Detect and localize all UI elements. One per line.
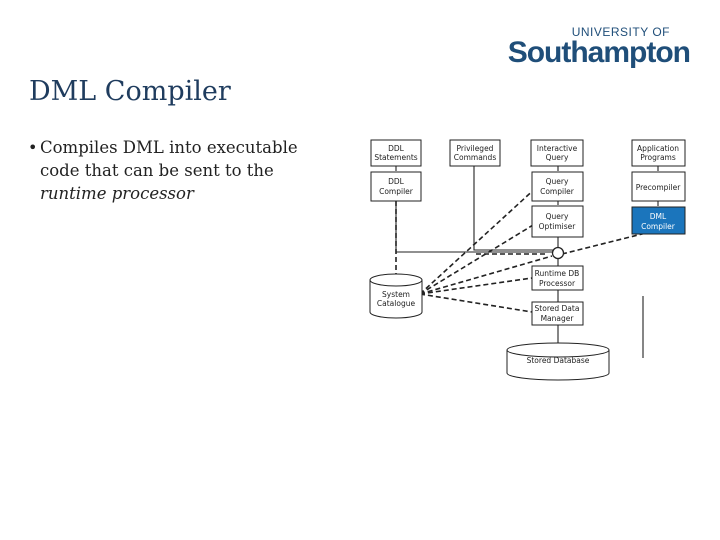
runtime-db-processor-line2: Processor: [539, 279, 576, 288]
dashed-connectors: [395, 185, 659, 313]
dashed-catalogue-hub: [419, 255, 553, 295]
slide-title: DML Compiler: [29, 76, 231, 107]
privileged-commands-line1: Privileged: [457, 144, 494, 153]
box-application-programs: Application Programs: [631, 139, 686, 167]
bullet-text: Compiles DML into executable code that c…: [40, 138, 298, 180]
runtime-db-processor-line1: Runtime DB: [535, 269, 580, 278]
query-compiler-line1: Query: [546, 177, 569, 186]
dashed-catalogue-manager: [419, 293, 533, 313]
privileged-commands-line2: Commands: [454, 153, 497, 162]
box-ddl-compiler: DDL Compiler: [370, 171, 422, 202]
box-stored-data-manager: Stored Data Manager: [531, 301, 584, 326]
box-privileged-commands: Privileged Commands: [449, 139, 501, 167]
stored-data-manager-line1: Stored Data: [535, 304, 580, 313]
box-interactive-query: Interactive Query: [530, 139, 584, 167]
system-catalogue-line1: System: [382, 290, 410, 299]
dashed-catalogue-query-compiler: [419, 185, 539, 295]
cylinder-system-catalogue: System Catalogue: [369, 273, 423, 319]
university-logo: UNIVERSITY OF Southampton: [507, 25, 691, 69]
ddl-compiler-line2: Compiler: [379, 187, 414, 196]
box-query-optimiser: Query Optimiser: [531, 205, 584, 238]
box-dml-compiler: DML Compiler: [631, 206, 686, 235]
application-programs-line1: Application: [637, 144, 679, 153]
logo-main-text: Southampton: [507, 36, 691, 69]
interactive-query-line2: Query: [546, 153, 569, 162]
query-optimiser-line1: Query: [546, 212, 569, 221]
ddl-statements-line2: Statements: [374, 153, 417, 162]
box-ddl-statements: DDL Statements: [370, 139, 422, 167]
connector-privileged-to-hub: [473, 166, 554, 251]
system-catalogue-line2: Catalogue: [377, 299, 416, 308]
logo-top-text: UNIVERSITY OF: [571, 25, 670, 39]
ddl-statements-line1: DDL: [388, 144, 405, 153]
query-compiler-line2: Compiler: [540, 187, 575, 196]
application-programs-line2: Programs: [640, 153, 676, 162]
query-optimiser-line2: Optimiser: [539, 222, 577, 231]
box-precompiler: Precompiler: [631, 171, 686, 202]
dml-compiler-line1: DML: [650, 212, 667, 221]
hub-node: [551, 246, 565, 260]
dashed-catalogue-runtime: [419, 277, 533, 295]
solid-connectors: [395, 166, 659, 358]
precompiler-label: Precompiler: [636, 183, 681, 192]
dml-compiler-line2: Compiler: [641, 222, 676, 231]
box-query-compiler: Query Compiler: [531, 171, 584, 202]
cylinder-stored-database: Stored Database: [506, 342, 610, 381]
ddl-compiler-line1: DDL: [388, 177, 405, 186]
bullet-point: • Compiles DML into executable code that…: [28, 136, 340, 205]
bullet-icon: •: [28, 138, 38, 157]
stored-data-manager-line2: Manager: [541, 314, 575, 323]
stored-database-label: Stored Database: [527, 356, 590, 365]
interactive-query-line1: Interactive: [537, 144, 578, 153]
box-runtime-db-processor: Runtime DB Processor: [531, 265, 584, 291]
dashed-catalogue-optimiser: [419, 221, 539, 295]
bullet-italic-text: runtime processor: [40, 184, 194, 203]
